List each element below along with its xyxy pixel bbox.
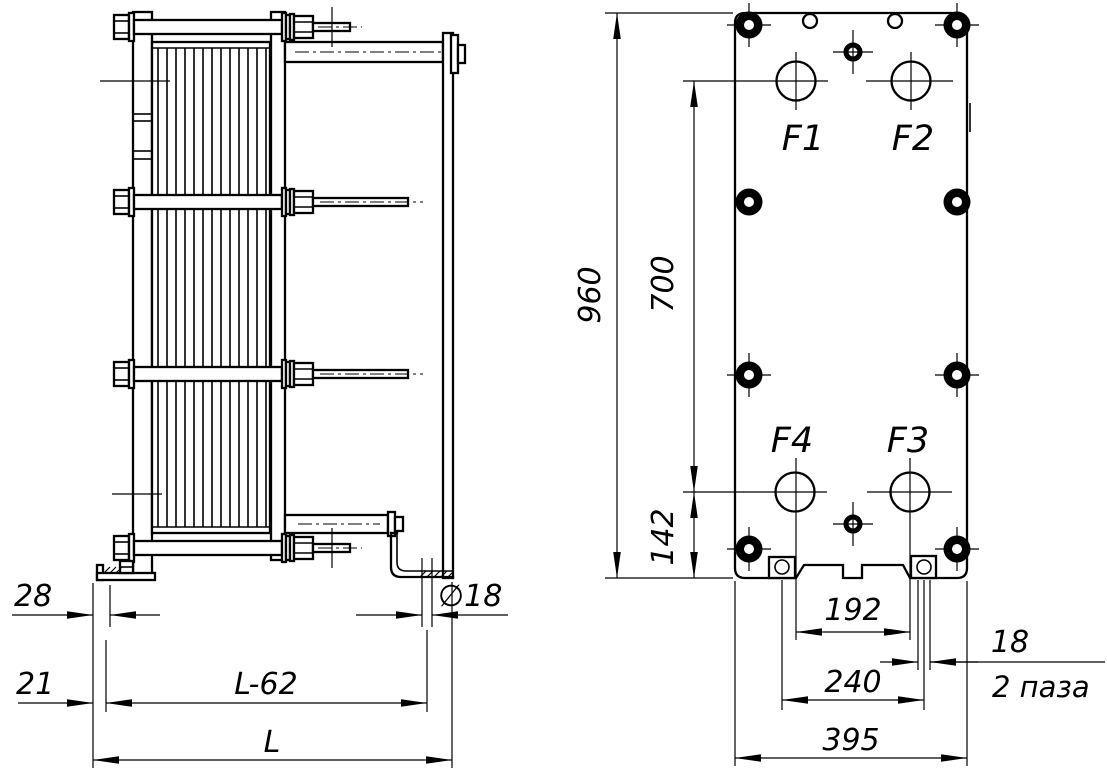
tie-bolt-heads <box>727 3 979 571</box>
bolt-head <box>727 3 771 47</box>
side-view: 28 ∅18 21 L-62 L <box>12 7 508 768</box>
bolt-head <box>727 527 771 571</box>
tie-bolt-row-3 <box>112 358 423 390</box>
plate-pack <box>150 40 272 535</box>
plate-pack-plates <box>157 48 267 527</box>
hanger-notch <box>801 12 819 30</box>
port-f1-label: F1 <box>782 119 824 159</box>
dim-240-label: 240 <box>824 665 881 700</box>
right-foot-bracket <box>389 531 455 579</box>
dim-18-label: 18 <box>991 625 1029 660</box>
port-f2 <box>866 52 953 110</box>
side-view-dimensions: 28 ∅18 21 L-62 L <box>12 558 508 768</box>
dim-192-label: 192 <box>824 593 881 628</box>
left-foot <box>95 559 157 582</box>
bolt-head <box>727 353 771 397</box>
tie-bolt-row-4 <box>112 528 362 568</box>
slots-note-label: 2 паза <box>992 670 1090 704</box>
mounting-slot-left <box>767 555 797 580</box>
port-f4-label: F4 <box>771 421 813 461</box>
bolt-head <box>935 527 979 571</box>
dim-960-label: 960 <box>573 266 608 323</box>
bolt-head <box>935 353 979 397</box>
dim-l-label: L <box>264 725 281 760</box>
bolt-head <box>935 3 979 47</box>
dim-21-label: 21 <box>16 667 54 702</box>
dim-28-label: 28 <box>14 579 52 614</box>
hanger-notch <box>886 12 904 30</box>
rear-column <box>441 31 455 580</box>
guide-bar-bolt <box>393 515 405 533</box>
fixed-frame-plate <box>131 10 154 576</box>
mounting-slot-right <box>909 554 938 580</box>
dim-142-label: 142 <box>646 508 681 565</box>
bolt-head <box>943 188 971 216</box>
front-view: F1 F2 F4 F3 <box>573 3 1105 766</box>
frame-plate-outline <box>733 11 969 580</box>
tie-bolt-row-2 <box>112 186 423 218</box>
tie-bolt-row-1 <box>112 7 362 47</box>
upper-gauge-hole <box>833 30 873 74</box>
dim-700-label: 700 <box>646 255 681 312</box>
front-view-bottom-dimensions: 192 240 395 18 2 паза <box>734 458 1105 766</box>
dim-395-label: 395 <box>822 723 879 758</box>
dim-dia18-label: ∅18 <box>438 579 502 614</box>
pressure-plate <box>269 10 287 562</box>
column-end-bolt <box>456 43 467 65</box>
dim-l62-label: L-62 <box>234 667 297 702</box>
bolt-head <box>735 188 763 216</box>
front-view-vertical-dimensions: 960 700 142 <box>573 12 828 579</box>
lower-gauge-hole <box>833 502 873 546</box>
port-f2-label: F2 <box>892 119 934 159</box>
port-f3-label: F3 <box>887 421 929 461</box>
